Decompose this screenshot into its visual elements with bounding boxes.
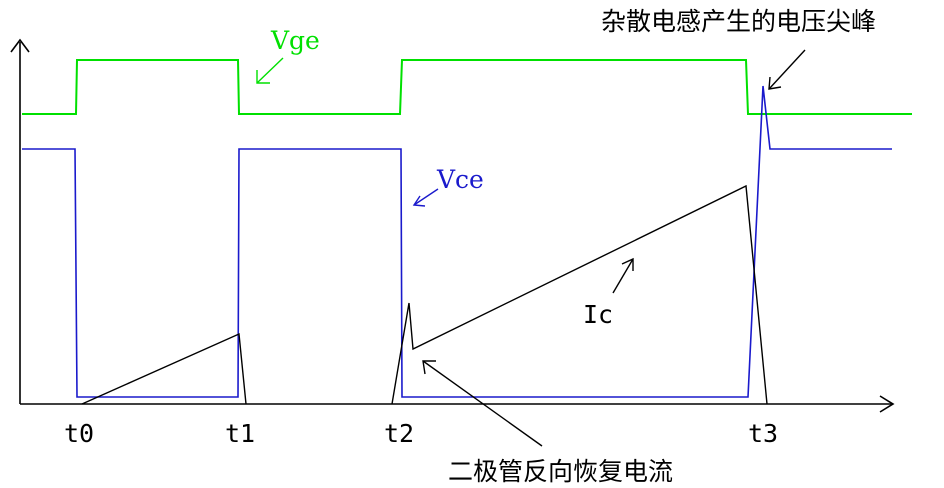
t0-label: t0 xyxy=(64,419,94,448)
y-axis-arrowhead xyxy=(10,38,30,53)
ic-segment-first-pulse xyxy=(81,332,247,405)
t1-label: t1 xyxy=(225,419,255,448)
ic-segment-second-pulse xyxy=(391,184,768,405)
t2-label: t2 xyxy=(384,419,414,448)
annotation-arrows xyxy=(256,49,806,447)
x-axis-arrowhead xyxy=(879,395,895,413)
spike-arrow xyxy=(768,49,806,90)
ic-waveform xyxy=(81,184,768,405)
axes xyxy=(10,38,895,413)
vge-waveform xyxy=(22,59,912,115)
vce-arrow xyxy=(412,188,439,207)
ic-label: Ic xyxy=(583,300,613,329)
ic-arrow xyxy=(612,257,634,294)
vge-label: Vge xyxy=(270,26,320,55)
diode-recovery-annotation: 二极管反向恢复电流 xyxy=(448,457,673,486)
vce-label: Vce xyxy=(436,165,484,194)
spike-annotation: 杂散电感产生的电压尖峰 xyxy=(601,7,876,36)
t3-label: t3 xyxy=(748,419,778,448)
diode-arrow xyxy=(422,360,543,447)
vge-arrow xyxy=(256,57,284,84)
vce-waveform xyxy=(22,85,892,398)
